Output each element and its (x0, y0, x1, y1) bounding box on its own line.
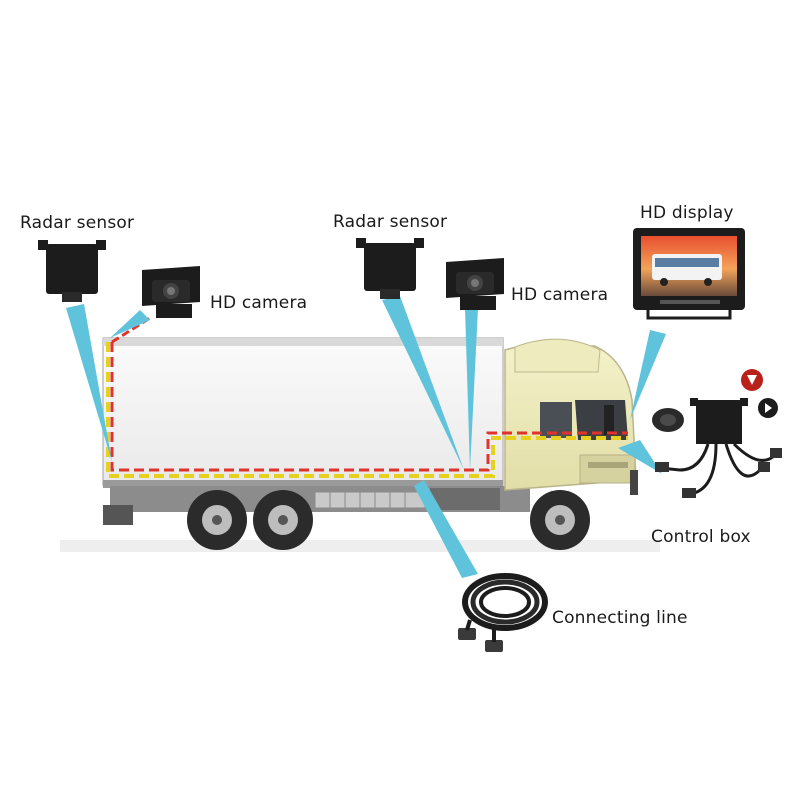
label-connecting-line: Connecting line (552, 608, 688, 628)
radar-sensor-left (38, 240, 106, 302)
pointer-control-box (618, 440, 662, 474)
truck-chassis (103, 486, 530, 525)
pointer-display (630, 330, 666, 420)
wheel-rear-2 (253, 490, 313, 550)
truck-cab (504, 338, 638, 495)
hd-display-monitor (633, 228, 745, 320)
label-radar-sensor-mid: Radar sensor (333, 212, 448, 232)
hd-camera-mid (446, 258, 504, 310)
pointer-radar-left (66, 304, 112, 462)
label-radar-sensor-left: Radar sensor (20, 213, 135, 233)
radar-sensor-mid (356, 238, 424, 299)
pointer-connecting-line (414, 480, 478, 578)
pointer-radar-mid (382, 296, 464, 470)
pointer-camera-left (110, 310, 150, 338)
pointer-beams (66, 296, 666, 578)
truck (102, 337, 638, 550)
hd-camera-left (142, 266, 200, 318)
label-hd-camera-left: HD camera (210, 293, 308, 313)
wheel-front (530, 490, 590, 550)
connecting-line-coil (458, 573, 548, 652)
wheel-rear-1 (187, 490, 247, 550)
label-control-box: Control box (651, 527, 751, 547)
pointer-camera-mid (465, 308, 478, 470)
control-box-assembly (652, 369, 782, 498)
label-hd-display: HD display (640, 203, 734, 223)
label-hd-camera-mid: HD camera (511, 285, 609, 305)
